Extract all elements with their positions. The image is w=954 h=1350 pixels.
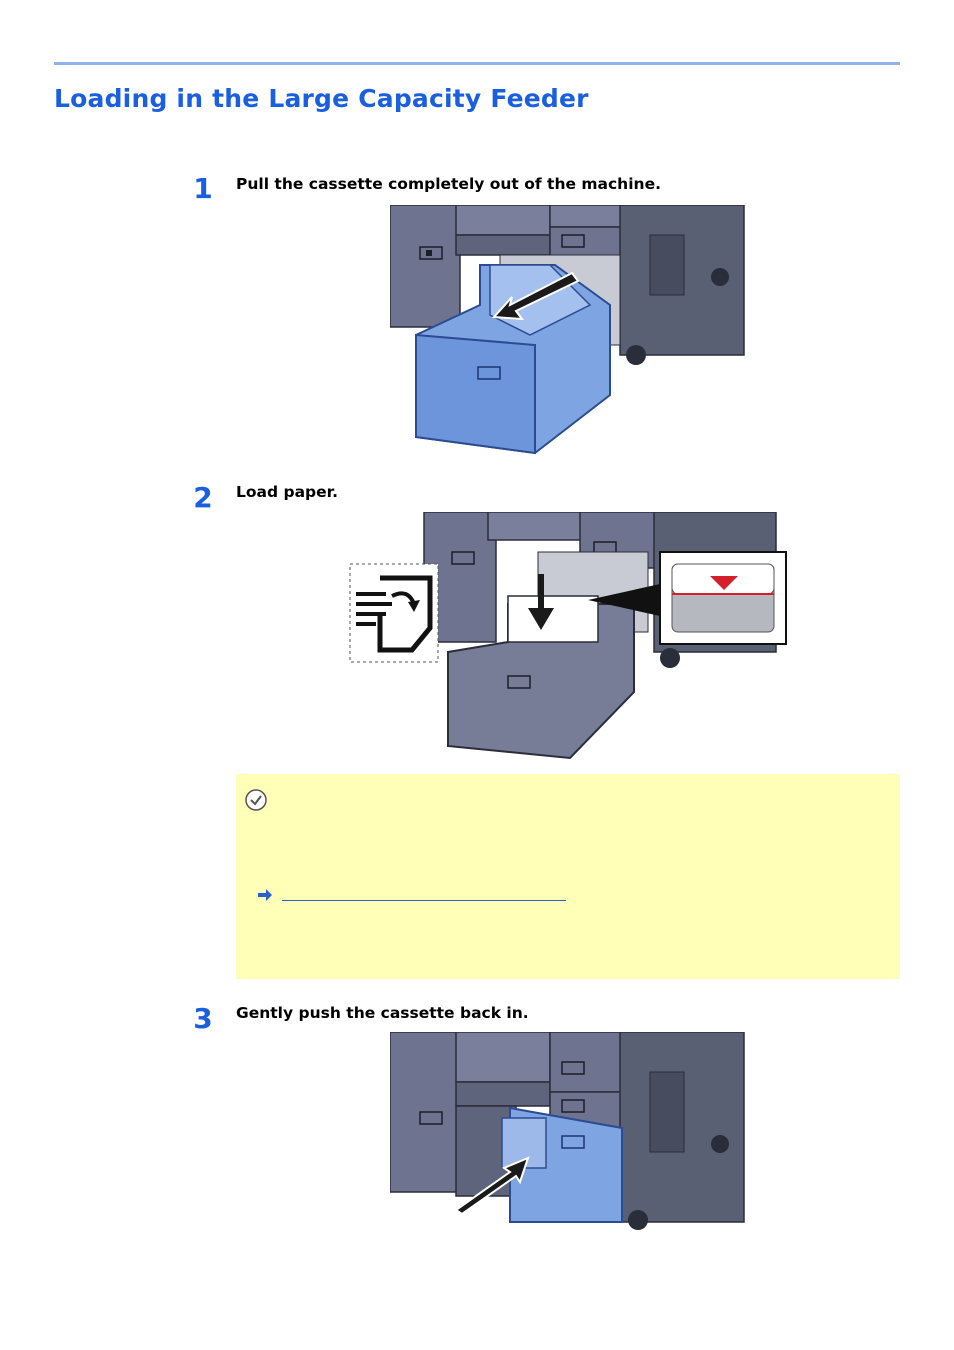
step-text-1: Pull the cassette completely out of the … <box>236 175 661 193</box>
load-paper-illustration <box>349 512 787 760</box>
step-number-3: 3 <box>193 1002 213 1035</box>
step-number-1: 1 <box>193 172 213 205</box>
note-box <box>236 774 900 979</box>
cassette-push-in-illustration <box>390 1032 745 1230</box>
check-circle-icon <box>245 789 267 811</box>
paper-feed-icon <box>356 575 433 653</box>
step-text-2: Load paper. <box>236 483 338 501</box>
step-text-3: Gently push the cassette back in. <box>236 1004 529 1022</box>
reference-link[interactable] <box>282 886 566 901</box>
top-rule <box>54 62 900 65</box>
step-number-2: 2 <box>193 481 213 514</box>
page-title: Loading in the Large Capacity Feeder <box>54 84 589 113</box>
reference-arrow-icon <box>258 889 272 901</box>
cassette-pull-out-illustration <box>390 205 745 455</box>
